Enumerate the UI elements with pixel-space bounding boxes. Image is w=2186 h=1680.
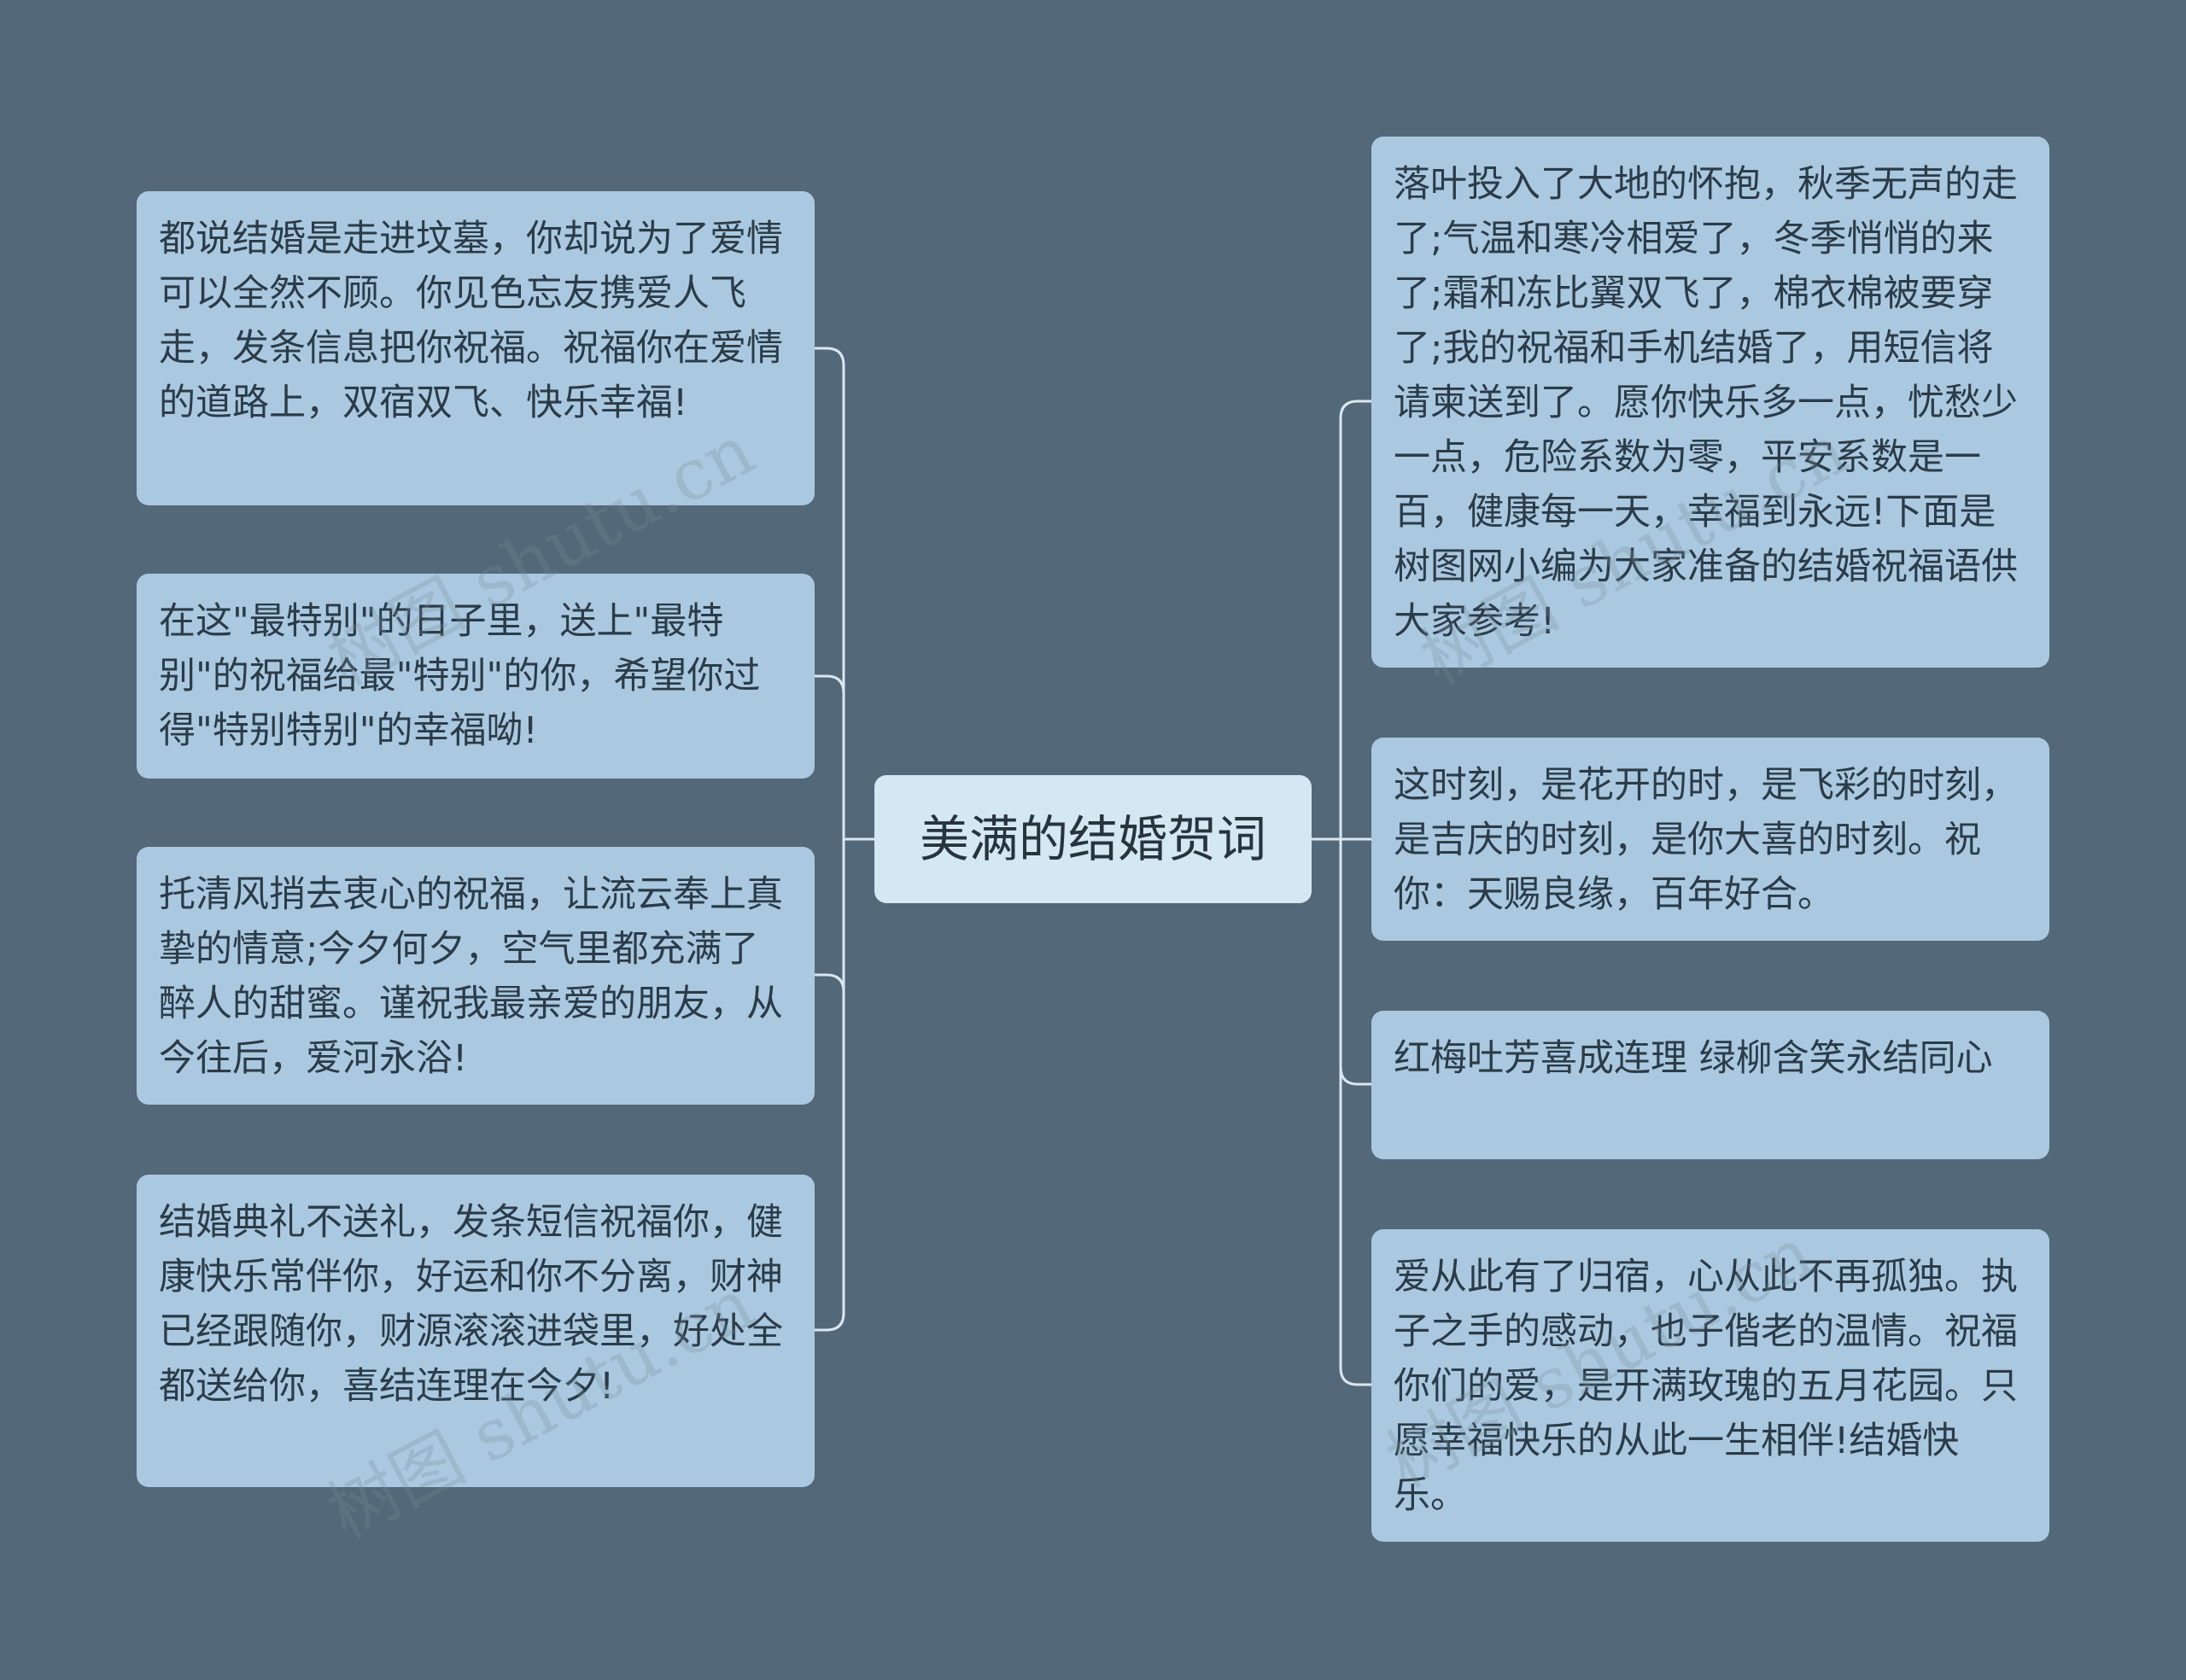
connector-right-3	[1339, 839, 1371, 1086]
connector-left-2	[815, 674, 845, 839]
left-topic-2[interactable]: 在这"最特别"的日子里，送上"最特别"的祝福给最"特别"的你，希望你过得"特别特…	[137, 574, 815, 779]
connector-left-4	[815, 839, 845, 1332]
left-topic-4[interactable]: 结婚典礼不送礼，发条短信祝福你，健康快乐常伴你，好运和你不分离，财神已经跟随你，…	[137, 1175, 815, 1487]
connector-left-1	[815, 347, 845, 839]
right-topic-4[interactable]: 爱从此有了归宿，心从此不再孤独。执子之手的感动，也子偕老的温情。祝福你们的爱，是…	[1371, 1229, 2049, 1542]
left-topic-3[interactable]: 托清风捎去衷心的祝福，让流云奉上真挚的情意;今夕何夕，空气里都充满了醉人的甜蜜。…	[137, 847, 815, 1105]
central-topic[interactable]: 美满的结婚贺词	[874, 775, 1312, 903]
left-topic-1[interactable]: 都说结婚是走进坟墓，你却说为了爱情可以全然不顾。你见色忘友携爱人飞走，发条信息把…	[137, 191, 815, 505]
right-topic-2[interactable]: 这时刻，是花开的时，是飞彩的时刻，是吉庆的时刻，是你大喜的时刻。祝你：天赐良缘，…	[1371, 738, 2049, 941]
right-topic-3[interactable]: 红梅吐芳喜成连理 绿柳含笑永结同心	[1371, 1011, 2049, 1159]
connector-right-4	[1339, 839, 1371, 1386]
connector-right-1	[1339, 400, 1371, 839]
connector-left-3	[815, 839, 845, 993]
right-topic-1[interactable]: 落叶投入了大地的怀抱，秋季无声的走了;气温和寒冷相爱了，冬季悄悄的来了;霜和冻比…	[1371, 137, 2049, 668]
